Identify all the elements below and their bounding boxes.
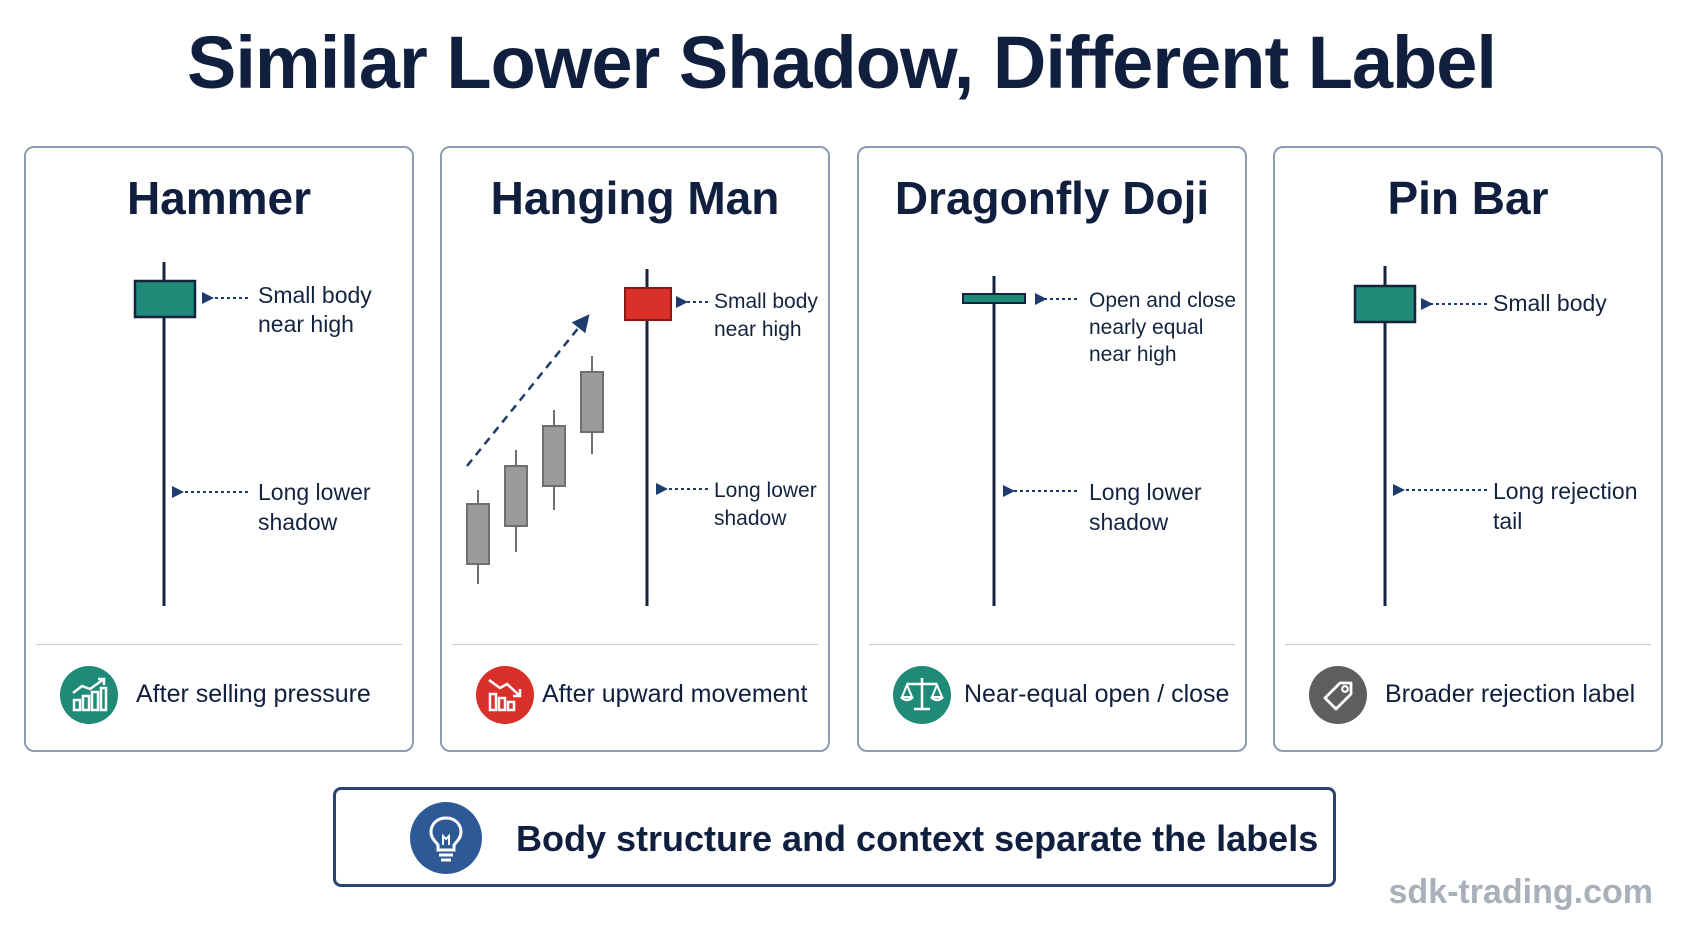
card-hammer: Hammer Small body near high Long lower s…: [24, 146, 414, 752]
annotation-text: Open and close: [1089, 289, 1237, 312]
annotation-text: Long lower: [1089, 479, 1202, 505]
lightbulb-icon: [410, 802, 482, 874]
balance-scale-icon: [893, 666, 951, 724]
divider: [1285, 644, 1651, 645]
rising-chart-icon: [60, 666, 118, 724]
card-hanging-man: Hanging Man Small body near high Long lo…: [440, 146, 830, 752]
annotation-text: near high: [714, 318, 802, 341]
annotation-text: shadow: [258, 509, 338, 535]
card-footer-text: After upward movement: [542, 680, 808, 708]
annotation-text: near high: [1089, 343, 1177, 366]
divider: [869, 644, 1235, 645]
falling-chart-icon: [476, 666, 534, 724]
annotation-text: near high: [258, 311, 354, 337]
card-title: Hammer: [126, 172, 312, 224]
page-title: Similar Lower Shadow, Different Label: [187, 21, 1497, 104]
dragonfly-doji-figure: [962, 276, 1077, 606]
annotation-text: shadow: [714, 507, 787, 530]
card-title: Pin Bar: [1387, 172, 1549, 224]
annotation-text: tail: [1493, 508, 1523, 534]
annotation-text: Small body: [714, 290, 818, 313]
card-title: Hanging Man: [490, 172, 780, 224]
uptrend-arrow: [466, 314, 590, 467]
watermark: sdk-trading.com: [1388, 873, 1653, 911]
card-dragonfly-doji: Dragonfly Doji Open and close nearly equ…: [857, 146, 1247, 752]
card-footer-text: Near-equal open / close: [964, 680, 1230, 708]
pin-bar-figure: [1353, 266, 1487, 606]
card-footer-text: After selling pressure: [136, 680, 371, 708]
summary-text: Body structure and context separate the …: [516, 818, 1319, 859]
summary-box: Body structure and context separate the …: [333, 787, 1336, 887]
card-footer-text: Broader rejection label: [1385, 680, 1636, 708]
annotation-text: Long lower: [258, 479, 371, 505]
annotation-text: Long rejection: [1493, 478, 1638, 504]
annotation-text: Small body: [258, 282, 372, 308]
card-title: Dragonfly Doji: [894, 172, 1210, 224]
tag-icon: [1309, 666, 1367, 724]
hanging-man-candle-figure: [466, 269, 708, 606]
card-pin-bar: Pin Bar Small body Long rejection tail B…: [1273, 146, 1663, 752]
doji-body: [962, 293, 1026, 304]
divider: [36, 644, 402, 645]
divider: [452, 644, 818, 645]
hammer-body: [133, 279, 197, 319]
pin-bar-body: [1353, 284, 1417, 324]
annotation-text: nearly equal: [1089, 316, 1204, 339]
annotation-text: Long lower: [714, 479, 817, 502]
uptrend-candles: [466, 356, 604, 584]
hanging-man-body: [624, 287, 672, 321]
hammer-candle-figure: [133, 262, 248, 606]
annotation-text: shadow: [1089, 509, 1169, 535]
annotation-text: Small body: [1493, 290, 1607, 316]
